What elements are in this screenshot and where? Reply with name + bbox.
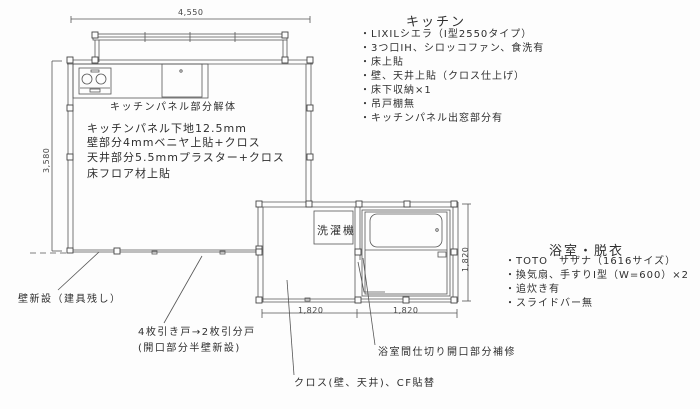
dimension-top-width: 4,550	[178, 8, 204, 17]
kitchen-note-line: 天井部分5.5mmプラスター+クロス	[87, 151, 285, 164]
callout-bath-partition: 浴室間仕切り開口部分補修	[378, 347, 516, 358]
dimension-bottom-left: 1,820	[298, 306, 324, 315]
bath-spec-item: ・換気扇、手すりI型（W=600）×2	[505, 270, 690, 281]
callout-new-wall: 壁新設（建具残し）	[18, 294, 122, 305]
bath-spec-item: ・追炊き有	[505, 284, 560, 295]
bath-spec-item: ・TOTO サザナ（1616サイズ）	[505, 256, 677, 267]
callout-sliding-door-line1: 4枚引き戸→2枚引分戸	[138, 327, 256, 338]
bath-spec-title: 浴室・脱衣	[549, 244, 625, 259]
kitchen-spec-item: ・キッチンパネル出窓部分有	[360, 113, 503, 124]
kitchen-spec-title: キッチン	[406, 15, 467, 30]
kitchen-note-line: キッチンパネル下地12.5mm	[87, 122, 247, 135]
kitchen-note-line: 床フロア材上貼	[87, 167, 171, 180]
callout-cloth-cf: クロス(壁、天井)、CF貼替	[294, 378, 436, 389]
bath-spec-list: ・TOTO サザナ（1616サイズ） ・換気扇、手すりI型（W=600）×2 ・…	[505, 255, 689, 311]
callout-sliding-door-line2: (開口部分半壁新設)	[138, 343, 241, 354]
kitchen-spec-item: ・吊戸棚無	[360, 99, 415, 110]
kitchen-note-line: 壁部分4mmベニヤ上貼+クロス	[87, 136, 261, 149]
kitchen-spec-item: ・LIXILシエラ（I型2550タイプ）	[360, 29, 533, 40]
kitchen-spec-item: ・床上貼	[360, 57, 404, 68]
dimension-right-height: 1,820	[461, 246, 470, 272]
kitchen-spec-list: ・LIXILシエラ（I型2550タイプ） ・3つ口IH、シロッコファン、食洗有 …	[360, 28, 544, 126]
kitchen-spec-item: ・床下収納×1	[360, 85, 432, 96]
washing-machine-label: 洗濯機	[317, 224, 356, 237]
bath-spec-item: ・スライドバー無	[505, 298, 593, 309]
kitchen-renovation-notes: キッチンパネル下地12.5mm 壁部分4mmベニヤ上貼+クロス 天井部分5.5m…	[87, 122, 285, 181]
kitchen-spec-item: ・壁、天井上貼（クロス仕上げ）	[360, 71, 525, 82]
dimension-bottom-right: 1,820	[393, 306, 419, 315]
dimension-left-height: 3,580	[42, 147, 51, 173]
kitchen-panel-removal-note: キッチンパネル部分解体	[110, 102, 237, 113]
kitchen-spec-item: ・3つ口IH、シロッコファン、食洗有	[360, 43, 545, 54]
